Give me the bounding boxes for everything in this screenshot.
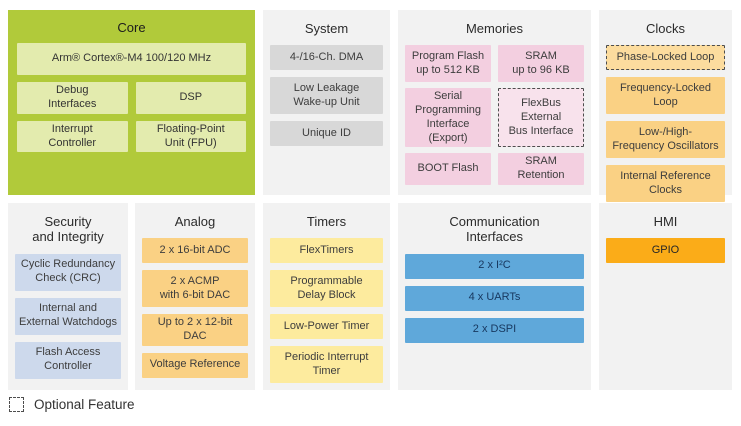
section-system-blocks: 4-/16-Ch. DMA Low Leakage Wake-up Unit U… bbox=[270, 45, 383, 147]
section-comm-blocks: 2 x I²C 4 x UARTs 2 x DSPI bbox=[405, 253, 584, 343]
block-program-flash: Program Flash up to 512 KB bbox=[405, 45, 491, 83]
section-memories: Memories Program Flash up to 512 KB SRAM… bbox=[398, 10, 591, 195]
block-12bit-dac: Up to 2 x 12-bit DAC bbox=[142, 314, 248, 346]
section-core-grid: Debug Interfaces DSP Interrupt Controlle… bbox=[17, 82, 246, 153]
section-system-title: System bbox=[304, 21, 349, 36]
diagram-bottom-row: Security and Integrity Cyclic Redundancy… bbox=[8, 203, 733, 390]
block-uarts: 4 x UARTs bbox=[405, 285, 584, 311]
section-hmi-blocks: GPIO bbox=[606, 238, 725, 264]
block-flash-access-controller: Flash Access Controller bbox=[15, 341, 121, 379]
block-dma: 4-/16-Ch. DMA bbox=[270, 45, 383, 71]
block-crc: Cyclic Redundancy Check (CRC) bbox=[15, 253, 121, 291]
section-security-blocks: Cyclic Redundancy Check (CRC) Internal a… bbox=[15, 253, 121, 379]
block-sram-retention: SRAM Retention bbox=[498, 153, 584, 185]
block-interrupt-controller: Interrupt Controller bbox=[17, 120, 128, 153]
block-watchdogs: Internal and External Watchdogs bbox=[15, 297, 121, 335]
block-frequency-locked-loop: Frequency-Locked Loop bbox=[606, 77, 725, 115]
section-core-title: Core bbox=[117, 20, 146, 35]
section-core-blocks: Arm® Cortex®-M4 100/120 MHz Debug Interf… bbox=[17, 43, 246, 153]
section-comm-title: Communication Interfaces bbox=[449, 214, 540, 245]
section-analog: Analog 2 x 16-bit ADC 2 x ACMP with 6-bi… bbox=[135, 203, 255, 390]
block-debug-interfaces: Debug Interfaces bbox=[17, 82, 128, 114]
block-arm-cortex-m4: Arm® Cortex®-M4 100/120 MHz bbox=[17, 43, 246, 76]
diagram-top-row: Core Arm® Cortex®-M4 100/120 MHz Debug I… bbox=[8, 10, 733, 203]
section-memories-grid: Program Flash up to 512 KB SRAM up to 96… bbox=[405, 45, 584, 185]
block-phase-locked-loop: Phase-Locked Loop bbox=[606, 45, 725, 71]
block-voltage-reference: Voltage Reference bbox=[142, 352, 248, 378]
block-programmable-delay-block: Programmable Delay Block bbox=[270, 270, 383, 308]
section-timers-blocks: FlexTimers Programmable Delay Block Low-… bbox=[270, 238, 383, 384]
section-memories-title: Memories bbox=[465, 21, 524, 36]
optional-feature-legend: Optional Feature bbox=[9, 397, 135, 412]
optional-feature-label: Optional Feature bbox=[34, 397, 135, 412]
section-system: System 4-/16-Ch. DMA Low Leakage Wake-up… bbox=[263, 10, 390, 195]
section-security-and-integrity: Security and Integrity Cyclic Redundancy… bbox=[8, 203, 128, 390]
block-low-high-frequency-oscillators: Low-/High- Frequency Oscillators bbox=[606, 121, 725, 159]
section-analog-title: Analog bbox=[174, 214, 216, 229]
section-analog-blocks: 2 x 16-bit ADC 2 x ACMP with 6-bit DAC U… bbox=[142, 238, 248, 378]
block-unique-id: Unique ID bbox=[270, 121, 383, 147]
block-periodic-interrupt-timer: Periodic Interrupt Timer bbox=[270, 346, 383, 384]
block-serial-programming-interface: Serial Programming Interface (Export) bbox=[405, 88, 491, 148]
section-communication-interfaces: Communication Interfaces 2 x I²C 4 x UAR… bbox=[398, 203, 591, 390]
block-acmp-dac: 2 x ACMP with 6-bit DAC bbox=[142, 270, 248, 308]
block-low-power-timer: Low-Power Timer bbox=[270, 314, 383, 340]
optional-feature-swatch bbox=[9, 397, 24, 412]
block-flextimers: FlexTimers bbox=[270, 238, 383, 264]
section-timers-title: Timers bbox=[306, 214, 347, 229]
block-dsp: DSP bbox=[135, 82, 246, 114]
block-boot-flash: BOOT Flash bbox=[405, 153, 491, 185]
section-hmi-title: HMI bbox=[653, 214, 678, 229]
diagram-board: Core Arm® Cortex®-M4 100/120 MHz Debug I… bbox=[8, 10, 733, 390]
block-sram: SRAM up to 96 KB bbox=[498, 45, 584, 83]
block-gpio: GPIO bbox=[606, 238, 725, 264]
section-clocks: Clocks Phase-Locked Loop Frequency-Locke… bbox=[599, 10, 732, 203]
block-low-leakage-wakeup: Low Leakage Wake-up Unit bbox=[270, 77, 383, 115]
block-dspi: 2 x DSPI bbox=[405, 317, 584, 343]
block-flexbus-external-bus-interface: FlexBus External Bus Interface bbox=[498, 88, 584, 148]
block-i2c: 2 x I²C bbox=[405, 253, 584, 279]
security-analog-column: Security and Integrity Cyclic Redundancy… bbox=[8, 203, 255, 390]
block-fpu: Floating-Point Unit (FPU) bbox=[135, 120, 246, 153]
section-clocks-blocks: Phase-Locked Loop Frequency-Locked Loop … bbox=[606, 45, 725, 203]
block-adc: 2 x 16-bit ADC bbox=[142, 238, 248, 264]
section-core: Core Arm® Cortex®-M4 100/120 MHz Debug I… bbox=[8, 10, 255, 195]
section-clocks-title: Clocks bbox=[645, 21, 685, 36]
section-hmi: HMI GPIO bbox=[599, 203, 732, 390]
section-timers: Timers FlexTimers Programmable Delay Blo… bbox=[263, 203, 390, 390]
section-security-title: Security and Integrity bbox=[32, 214, 104, 245]
block-internal-reference-clocks: Internal Reference Clocks bbox=[606, 165, 725, 203]
